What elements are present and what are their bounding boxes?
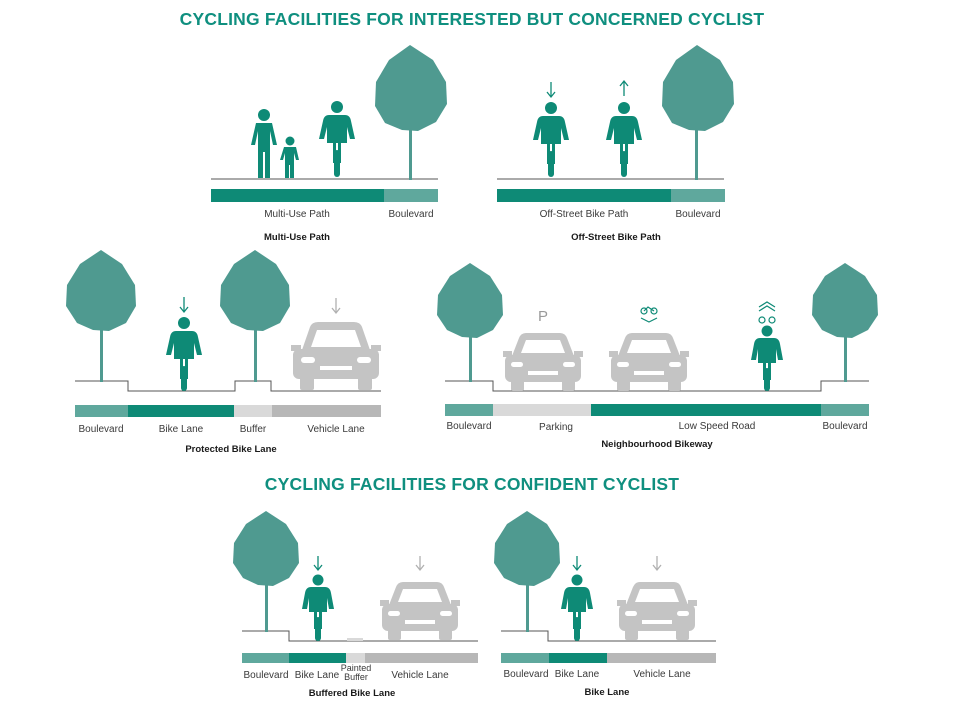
segment-label: Vehicle Lane [391,670,449,681]
tree-icon [66,250,136,382]
segment-bar [549,653,607,663]
segment-label: Boulevard [446,421,491,432]
diagram-title: Protected Bike Lane [185,444,276,455]
tree-icon [812,263,878,382]
segment-bar [289,653,346,663]
segment-bar [497,189,671,202]
direction-arrow-icon [331,298,341,315]
segment-label: Boulevard [388,209,433,220]
ground-line [445,380,869,392]
segment-bar [493,404,591,416]
diagram-title: Off-Street Bike Path [571,232,661,243]
segment-bar [272,405,381,417]
segment-bar [821,404,869,416]
painted-buffer-mark [347,638,363,641]
cyclist-icon [751,325,783,391]
tree-icon [662,45,734,180]
tree-icon [220,250,290,382]
segment-bar [384,189,438,202]
car-icon [617,582,697,640]
direction-arrow-icon [652,556,662,572]
segment-bar [234,405,272,417]
diagram-off-street-bike-path: Off-Street Bike Path Boulevard Off-Stree… [497,45,734,243]
segment-bar [75,405,128,417]
tree-icon [233,511,299,632]
painted-buffer-label-wrap: Painted Buffer [340,664,372,682]
pedestrian-icon [251,109,277,178]
segment-label: Boulevard [503,669,548,680]
cyclist-icon [166,317,202,391]
heading-confident-cyclist: CYCLING FACILITIES FOR CONFIDENT CYCLIST [265,474,679,494]
ground-line [75,380,381,392]
segment-bar [346,653,365,663]
segment-label: Buffer [240,424,267,435]
segment-label: Vehicle Lane [633,669,691,680]
car-icon [380,582,460,640]
segment-label: Bike Lane [159,424,204,435]
diagram-neighbourhood-bikeway: P [437,263,878,450]
segment-label: Boulevard [822,421,867,432]
ground-line [501,630,716,642]
segment-bar [501,653,549,663]
segment-label: Boulevard [243,670,288,681]
segment-bar [128,405,234,417]
segment-label: Multi-Use Path [264,209,330,220]
direction-arrow-icon [179,297,189,314]
segment-label: Boulevard [78,424,123,435]
segment-label: Parking [539,422,573,433]
diagram-title: Bike Lane [585,687,630,698]
sharrow-marking-icon [758,301,776,324]
cyclist-icon [319,101,355,177]
segment-bar [242,653,289,663]
direction-arrow-icon [415,556,425,572]
car-icon [503,333,583,391]
direction-arrow-icon [572,556,582,572]
sharrow-marking-icon [640,306,658,323]
segment-label: Bike Lane [295,670,340,681]
direction-arrow-icon [619,79,629,96]
cyclist-icon [606,102,642,177]
diagram-title: Multi-Use Path [264,232,330,243]
tree-icon [494,511,560,632]
diagram-title: Neighbourhood Bikeway [601,439,713,450]
heading-interested-cyclist: CYCLING FACILITIES FOR INTERESTED BUT CO… [180,9,765,29]
cyclist-icon [302,574,334,641]
segment-bar [671,189,725,202]
parking-sign: P [538,308,548,325]
diagram-buffered-bike-lane: Boulevard Bike Lane Painted Buffer Vehic… [233,511,478,699]
diagram-multi-use-path: Multi-Use Path Boulevard Multi-Use Path [211,45,447,243]
segment-label: Vehicle Lane [307,424,365,435]
diagram-title: Buffered Bike Lane [309,688,396,699]
segment-bar [365,653,478,663]
child-pedestrian-icon [280,136,299,178]
cyclist-icon [561,574,593,641]
segment-label: Boulevard [675,209,720,220]
tree-icon [375,45,447,180]
tree-icon [437,263,503,382]
segment-bar [607,653,716,663]
diagram-protected-bike-lane: Boulevard Bike Lane Buffer Vehicle Lane … [66,250,381,455]
diagram-bike-lane: Boulevard Bike Lane Vehicle Lane Bike La… [494,511,716,698]
segment-label: Bike Lane [555,669,600,680]
car-icon [291,322,381,390]
segment-label: Low Speed Road [679,421,756,432]
cyclist-icon [533,102,569,177]
direction-arrow-icon [546,82,556,99]
segment-label: Painted Buffer [340,664,372,682]
segment-bar [591,404,821,416]
segment-bar [211,189,384,202]
segment-bar [445,404,493,416]
segment-label: Off-Street Bike Path [540,209,629,220]
car-icon [609,333,689,391]
direction-arrow-icon [313,556,323,572]
